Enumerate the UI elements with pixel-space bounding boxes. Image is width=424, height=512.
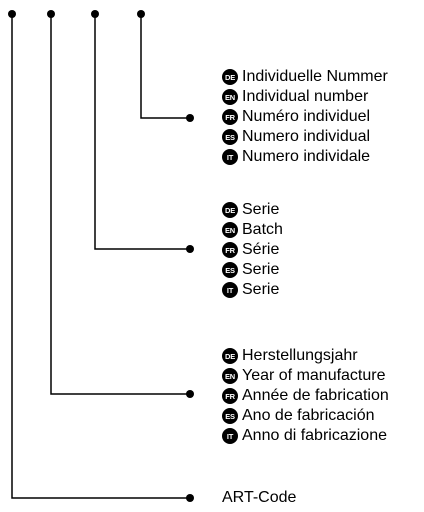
lang-badge-icon: FR [222, 388, 238, 404]
label-text: Individual number [242, 88, 369, 105]
label-text: Ano de fabricación [242, 407, 375, 424]
label-text: Serie [242, 281, 280, 298]
lang-badge-icon: FR [222, 109, 238, 125]
lang-badge-icon: IT [222, 282, 238, 298]
lang-badge-icon: IT [222, 149, 238, 165]
label-text: Serie [242, 261, 280, 278]
lang-badge-icon: EN [222, 89, 238, 105]
label-text: Anno di fabricazione [242, 427, 387, 444]
connector-line-art-code [11, 14, 190, 499]
connector-line-individual-number [140, 14, 190, 119]
top-dot-1 [8, 10, 16, 18]
lang-badge-icon: ES [222, 262, 238, 278]
label-text: Numero individual [242, 128, 371, 145]
label-text: Numéro individuel [242, 108, 371, 125]
lang-badge-icon: DE [222, 69, 238, 85]
label-text: Batch [242, 221, 283, 238]
art-code-label: ART-Code [222, 489, 297, 506]
label-text: Série [242, 241, 280, 258]
connector-line-year [50, 14, 190, 395]
label-text: Serie [242, 201, 280, 218]
top-dot-2 [47, 10, 55, 18]
label-text: Herstellungsjahr [242, 347, 358, 364]
label-text: Année de fabrication [242, 387, 389, 404]
top-dot-4 [137, 10, 145, 18]
lang-badge-icon: ES [222, 129, 238, 145]
end-dot-individual-number [186, 114, 194, 122]
lang-badge-icon: EN [222, 222, 238, 238]
lang-badge-icon: IT [222, 428, 238, 444]
end-dot-art-code [186, 494, 194, 502]
top-dot-3 [91, 10, 99, 18]
label-text: Individuelle Nummer [242, 68, 388, 85]
label-text: Year of manufacture [242, 367, 386, 384]
label-text: Numero individale [242, 148, 371, 165]
lang-badge-icon: EN [222, 368, 238, 384]
lang-badge-icon: DE [222, 202, 238, 218]
lang-badge-icon: DE [222, 348, 238, 364]
end-dot-year [186, 390, 194, 398]
lang-badge-icon: ES [222, 408, 238, 424]
lang-badge-icon: FR [222, 242, 238, 258]
end-dot-batch [186, 245, 194, 253]
connector-line-batch [94, 14, 190, 250]
